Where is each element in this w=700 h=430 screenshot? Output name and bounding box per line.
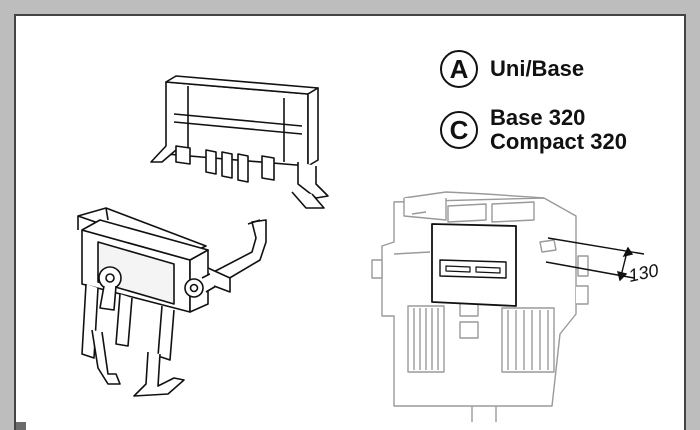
dimension-value: 130 <box>627 260 661 286</box>
corner-marker <box>16 422 26 430</box>
diagram-panel: A Uni/Base C Base 320 Compact 320 <box>14 14 686 430</box>
badge-a: A <box>440 50 478 88</box>
installation-illustration: 130 <box>77 75 661 422</box>
dimension-indicator <box>545 237 645 282</box>
label-uni-base: Uni/Base <box>490 56 585 81</box>
label-compact-320: Compact 320 <box>490 129 627 154</box>
bracket-clip-illustration <box>150 75 329 209</box>
actuator-plate-illustration <box>431 223 517 307</box>
legend-item-c: C Base 320 Compact 320 <box>440 106 627 154</box>
label-base-320: Base 320 <box>490 105 586 130</box>
legend-item-a: A Uni/Base <box>440 50 584 88</box>
label-c-group: Base 320 Compact 320 <box>490 106 627 154</box>
badge-c: C <box>440 111 478 149</box>
flush-mechanism-illustration <box>77 207 267 397</box>
